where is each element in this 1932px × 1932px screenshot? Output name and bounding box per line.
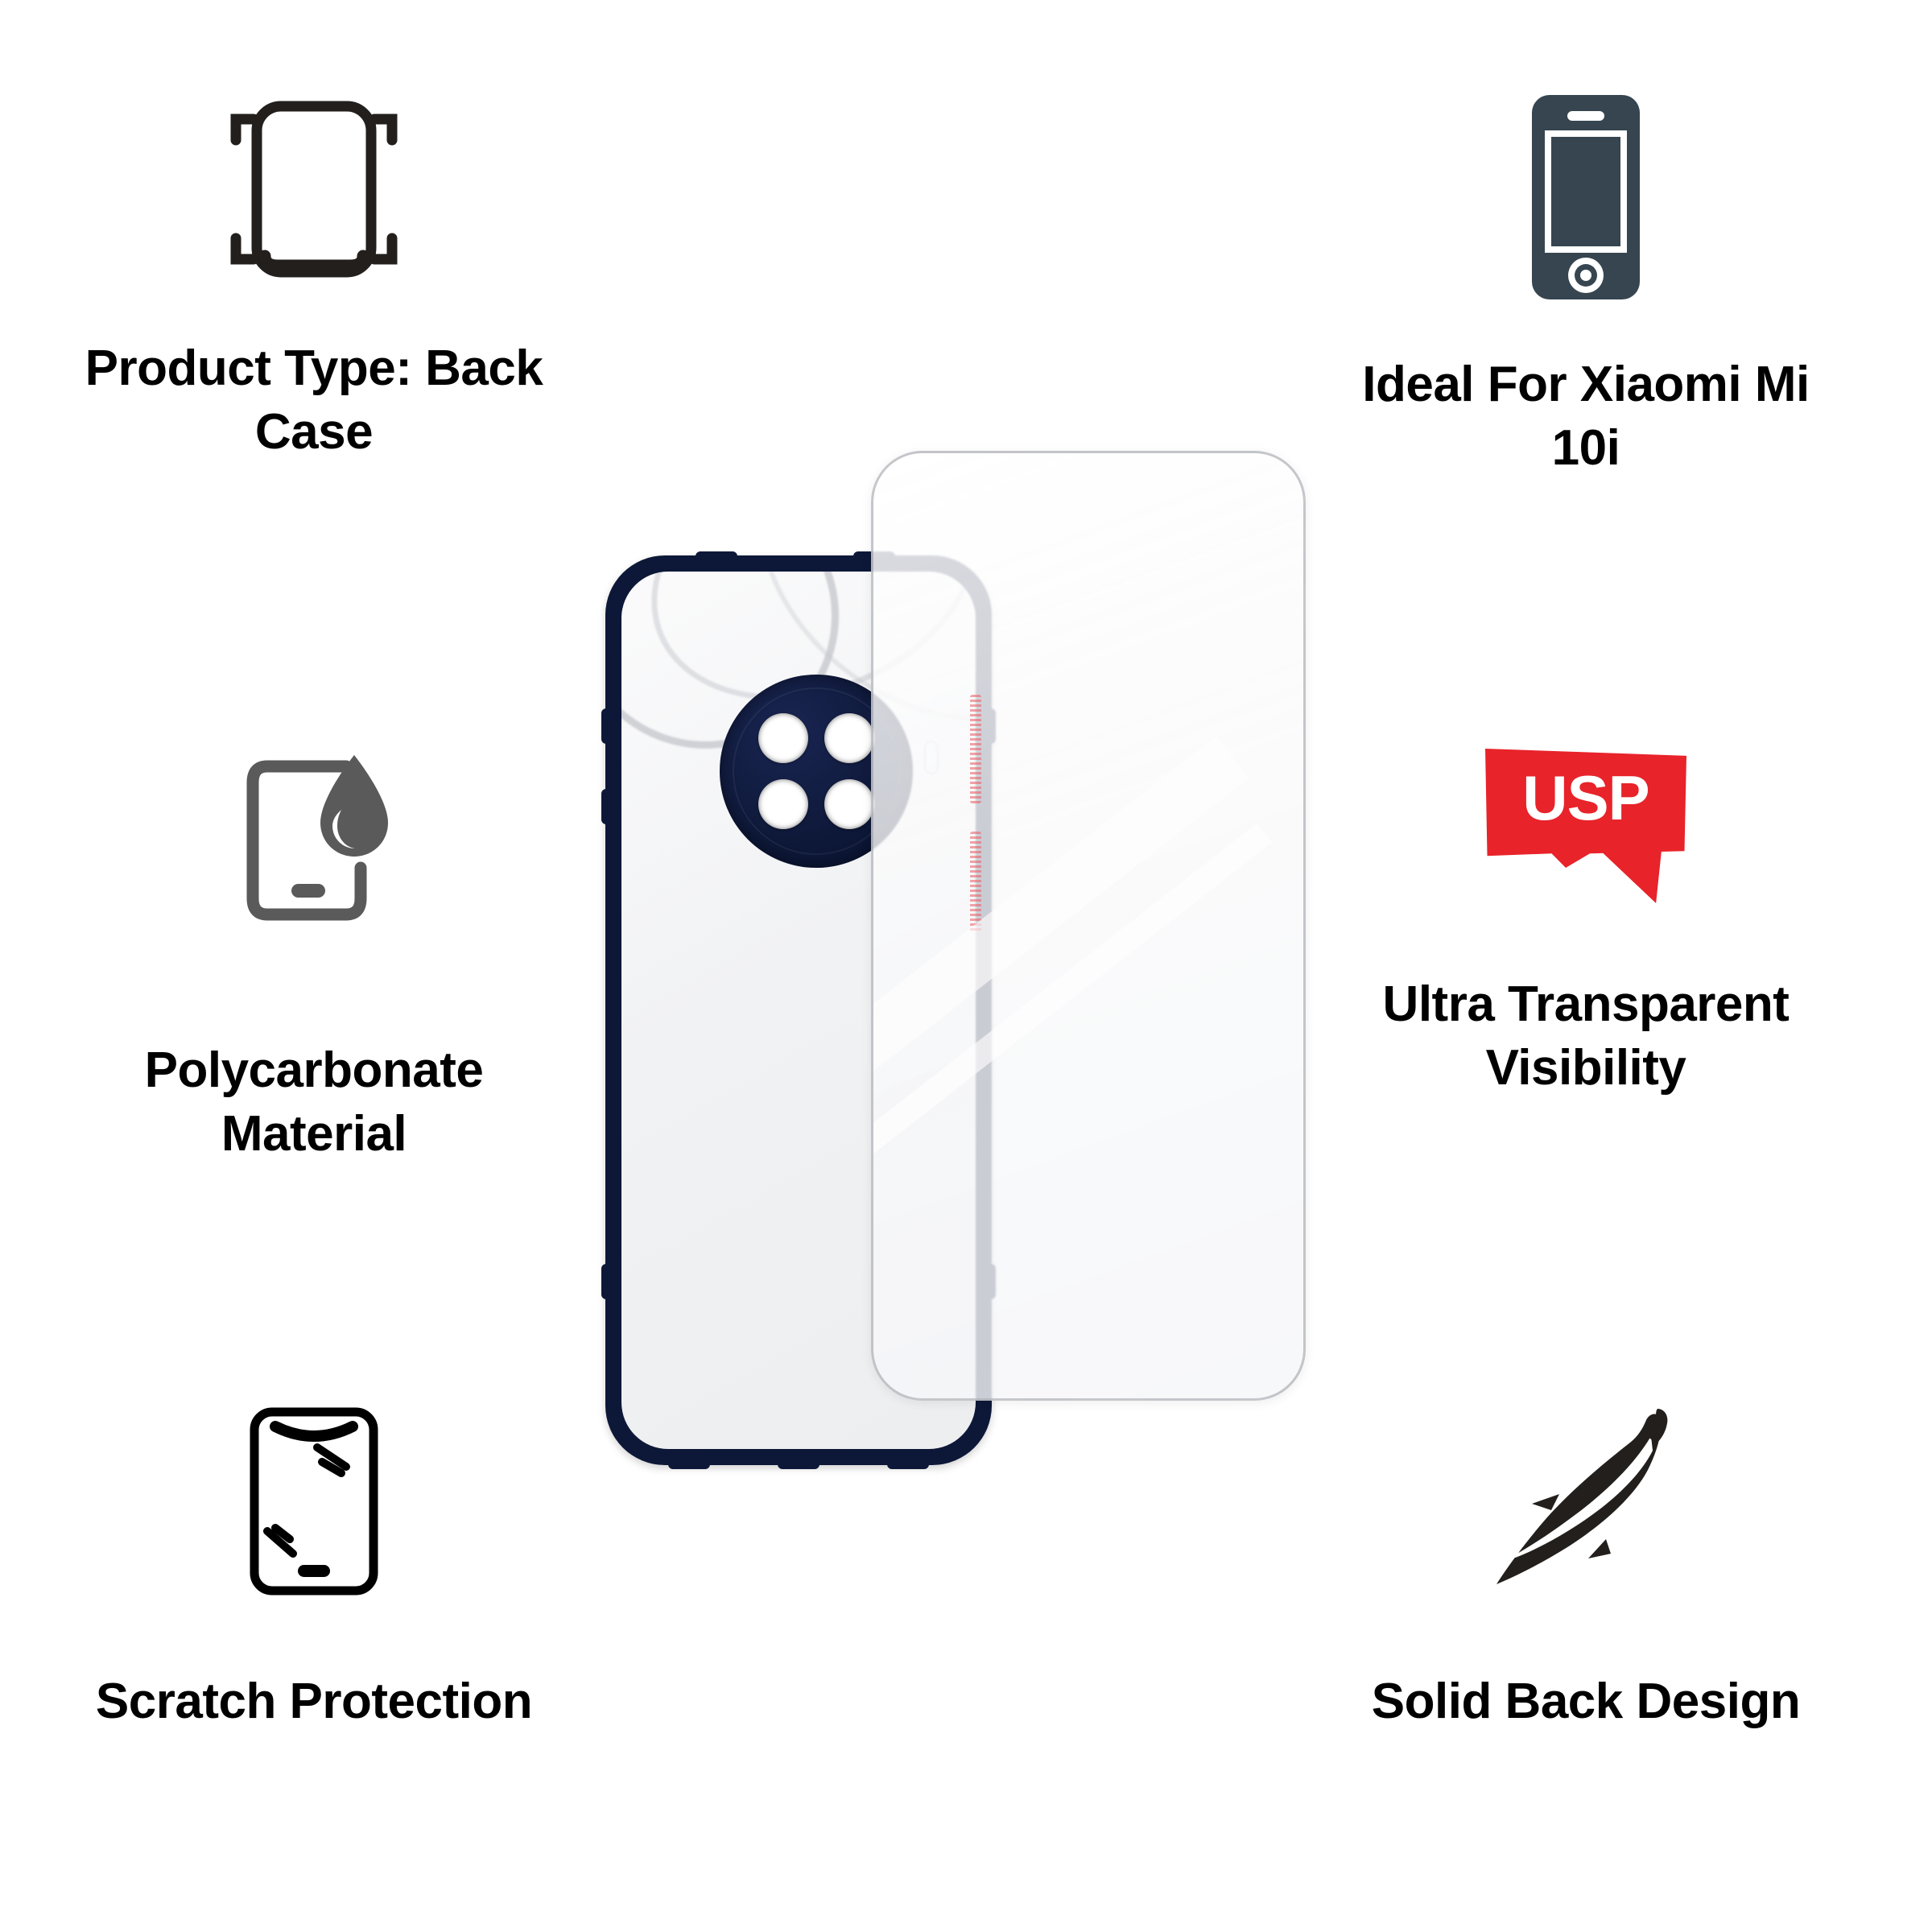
case-bump-left-3: [601, 1264, 611, 1299]
camera-lens-1: [758, 713, 808, 763]
side-button-mark-2: [970, 832, 981, 932]
feature-transparent-visibility: USP Ultra Transparent Visibility: [1304, 749, 1868, 1100]
leaf-icon: [1485, 1401, 1686, 1602]
usp-badge: USP: [1485, 749, 1686, 903]
side-button-mark-1: [970, 695, 981, 803]
feature-label-scratch-protection: Scratch Protection: [95, 1674, 533, 1729]
case-bump-bottom-2: [778, 1459, 819, 1469]
case-bump-left-1: [601, 708, 611, 744]
camera-lens-2: [824, 713, 874, 763]
case-bump-bottom-3: [887, 1459, 929, 1469]
case-bump-top-1: [696, 551, 737, 561]
feature-material: Polycarbonate Material: [32, 749, 596, 1166]
usp-badge-label: USP: [1522, 762, 1649, 833]
feature-ideal-for: Ideal For Xiaomi Mi 10i: [1304, 89, 1868, 481]
camera-lens-4: [824, 779, 874, 829]
phone-waterdrop-icon: [225, 749, 402, 934]
case-bump-bottom-1: [668, 1459, 710, 1469]
case-bump-left-2: [601, 789, 611, 824]
feature-product-type: Product Type: Back Case: [32, 89, 596, 464]
usp-badge-icon: USP: [1485, 749, 1686, 903]
usp-badge-body: [1485, 749, 1686, 868]
feature-label-material: Polycarbonate Material: [144, 1042, 484, 1162]
camera-lens-3: [758, 779, 808, 829]
phone-back-case-scan-icon: [221, 89, 407, 290]
feature-label-ideal-for: Ideal For Xiaomi Mi 10i: [1362, 357, 1810, 477]
panel-highlight-1: [873, 736, 1249, 1125]
smartphone-icon: [1509, 89, 1662, 306]
phone-scratch-icon: [233, 1401, 394, 1602]
feature-scratch-protection: Scratch Protection: [32, 1401, 596, 1733]
feature-solid-back-design: Solid Back Design: [1304, 1401, 1868, 1733]
feature-label-transparent-visibility: Ultra Transparent Visibility: [1382, 976, 1790, 1096]
clear-panel-overlay: [871, 451, 1306, 1401]
feature-label-product-type: Product Type: Back Case: [85, 341, 543, 460]
feature-label-solid-back-design: Solid Back Design: [1371, 1674, 1801, 1729]
product-image: [564, 451, 1377, 1546]
